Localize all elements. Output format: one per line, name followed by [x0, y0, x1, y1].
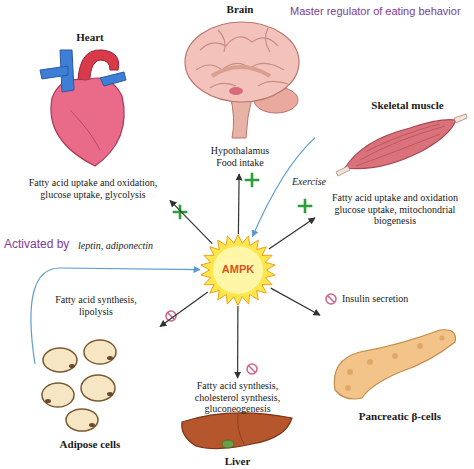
pancreas-body — [334, 330, 455, 399]
starburst-node: AMPK — [200, 234, 276, 306]
aorta — [78, 50, 119, 92]
lobule — [417, 343, 423, 349]
muscle-belly — [345, 120, 456, 169]
effect-arrow — [160, 292, 208, 327]
plus-sign — [174, 206, 186, 218]
organ-node: Insulin secretionPancreatic β-cells — [320, 288, 470, 425]
fat-cell — [84, 340, 116, 364]
organ-title: Skeletal muscle — [350, 99, 465, 112]
nucleus — [107, 356, 113, 360]
nucleus — [107, 392, 113, 396]
inhibit-sign — [166, 311, 176, 321]
adipose-illustration — [42, 340, 116, 431]
fat-cell — [66, 409, 98, 431]
fat-cell-nuclei — [45, 356, 113, 427]
effect-text: Fatty acid synthesis, lipolysis — [42, 294, 150, 317]
inhibit-slash — [168, 313, 175, 320]
node-label: AMPK — [200, 263, 276, 276]
nucleus — [69, 364, 75, 368]
organ-node: Fatty acid synthesis, cholesterol synthe… — [170, 378, 305, 469]
hypothalamus — [229, 87, 243, 95]
effect-text: Insulin secretion — [342, 293, 467, 305]
plus-sign — [246, 174, 258, 186]
activation-arrow — [31, 268, 200, 364]
pulmonary-artery — [100, 72, 126, 86]
liver-lobes — [182, 413, 292, 449]
organ-node: Fatty acid synthesis, lipolysisAdipose c… — [35, 292, 160, 452]
lobule — [392, 353, 398, 359]
starburst-spikes — [201, 235, 275, 306]
inhibit-slash — [328, 296, 335, 303]
organ-node: HeartFatty acid uptake and oxidation, gl… — [15, 30, 170, 212]
effect-text: Hypothalamus Food intake — [200, 145, 280, 168]
lobule — [440, 336, 445, 341]
pancreas-lobules — [345, 336, 445, 392]
gallbladder — [222, 440, 234, 448]
pulmonary-vein — [40, 66, 68, 79]
brain-gyri — [196, 28, 288, 88]
organ-title: Pancreatic β-cells — [335, 410, 465, 423]
tendons — [336, 114, 467, 176]
organ-title: Brain — [210, 3, 270, 16]
organ-title: Adipose cells — [35, 438, 145, 451]
vena-cava — [60, 50, 74, 92]
organ-node: BrainHypothalamus Food intake — [180, 2, 300, 174]
pancreas-illustration — [334, 330, 455, 399]
nucleus — [89, 423, 95, 427]
effect-text: Fatty acid uptake and oxidation glucose … — [317, 192, 473, 227]
plus-sign — [299, 200, 311, 212]
liver-ligament — [238, 414, 244, 444]
lobule — [367, 359, 373, 365]
inhibit-circle — [326, 294, 336, 304]
annotation-note: leptin, adiponectin — [78, 240, 153, 252]
heart-groove — [70, 110, 100, 150]
inhibit-signs — [166, 294, 336, 374]
activation-arrow — [252, 138, 315, 237]
effect-arrow — [238, 174, 240, 234]
brain-stem — [230, 95, 252, 138]
effect-arrow — [269, 218, 315, 249]
muscle-fibres — [356, 124, 445, 166]
effect-arrow — [237, 306, 238, 378]
cerebrum — [185, 22, 299, 102]
organ-node: Skeletal muscleFatty acid uptake and oxi… — [315, 98, 474, 230]
heart-illustration — [40, 50, 126, 166]
effect-arrow — [271, 288, 320, 315]
brain-illustration — [185, 22, 299, 138]
lobule — [345, 385, 351, 391]
fat-cell — [42, 383, 74, 407]
organ-title: Liver — [210, 455, 265, 468]
inhibit-slash — [249, 366, 256, 373]
annotation-note: Activated by — [4, 238, 69, 252]
fat-cell — [43, 348, 77, 372]
muscle-illustration — [336, 114, 467, 176]
lobule — [347, 369, 353, 375]
stimulate-signs — [174, 174, 311, 218]
corpus-callosum — [212, 67, 270, 76]
effect-arrow — [170, 200, 212, 243]
effect-text: Fatty acid synthesis, cholesterol synthe… — [180, 380, 295, 415]
inhibit-circle — [247, 364, 257, 374]
inhibit-circle — [166, 311, 176, 321]
nucleus — [45, 399, 51, 403]
organ-title: Heart — [55, 31, 125, 44]
cerebellum — [254, 87, 298, 113]
edge-label: Exercise — [292, 176, 326, 188]
fat-cell — [81, 375, 115, 401]
inhibit-sign — [326, 294, 336, 304]
annotation-note: Master regulator of eating behavior — [290, 5, 461, 18]
heart-body — [51, 78, 124, 166]
inhibit-sign — [247, 364, 257, 374]
effect-text: Fatty acid uptake and oxidation, glucose… — [18, 177, 168, 200]
liver-illustration — [182, 413, 292, 449]
